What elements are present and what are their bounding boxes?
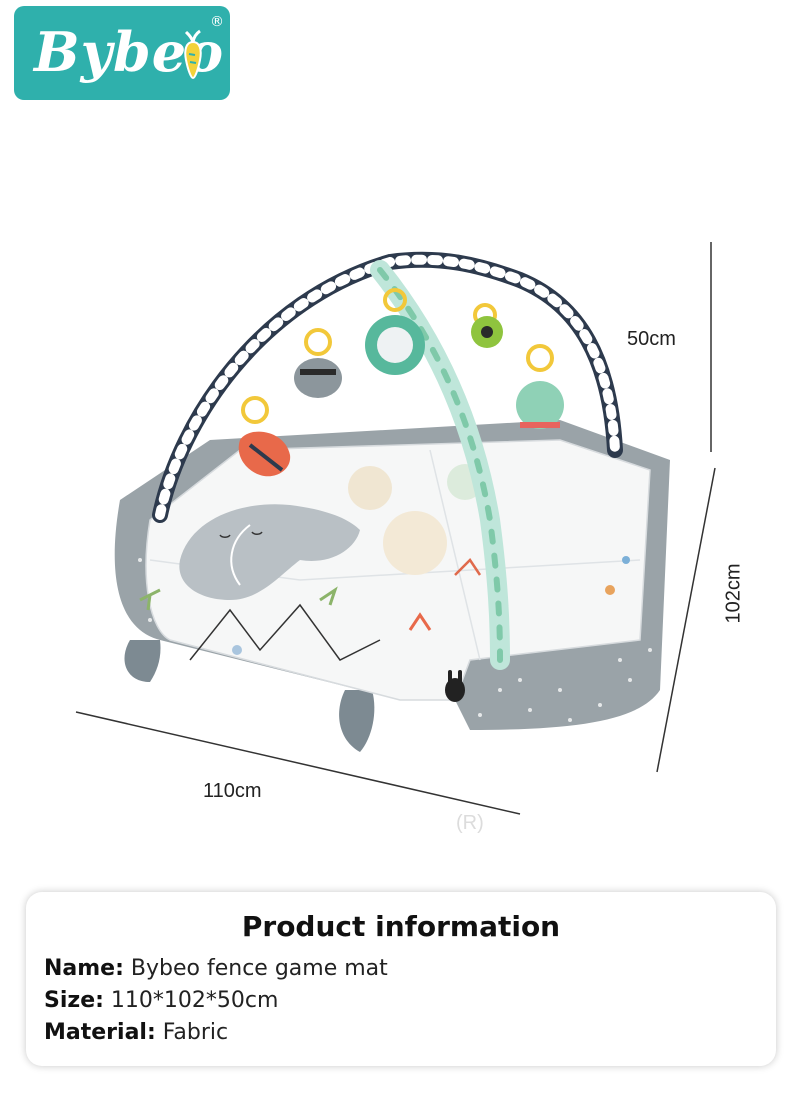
product-info-title: Product information — [241, 910, 561, 943]
watermark-mark: (R) — [456, 812, 484, 834]
product-name-value: Bybeo fence game mat — [130, 956, 388, 981]
mat-feet — [124, 640, 375, 752]
product-size-row: Size: 110*102*50cm — [44, 988, 278, 1013]
hanging-toys — [238, 288, 564, 477]
product-size-value: 110*102*50cm — [110, 988, 279, 1013]
depth-dimension-label: 102cm — [722, 563, 745, 624]
product-material-value: Fabric — [162, 1020, 229, 1045]
play-arch — [152, 251, 623, 670]
leaf-prints — [139, 556, 630, 655]
play-mat-illustration — [75, 242, 716, 815]
product-material-row: Material: Fabric — [44, 1020, 228, 1045]
mat-prints — [189, 464, 483, 661]
brand-logo-badge: Bybeo ® — [14, 6, 230, 100]
bunny-print — [445, 670, 465, 702]
width-dimension-label: 110cm — [203, 780, 262, 802]
carrot-icon — [184, 29, 202, 80]
product-name-row: Name: Bybeo fence game mat — [44, 956, 388, 981]
dimension-lines — [75, 242, 716, 815]
height-dimension-label: 50cm — [627, 328, 676, 350]
product-material-key: Material: — [44, 1020, 156, 1045]
product-info-card: Product information Name: Bybeo fence ga… — [26, 892, 776, 1066]
product-size-key: Size: — [44, 988, 104, 1013]
pillow — [179, 504, 360, 600]
registered-mark: ® — [210, 14, 224, 30]
product-name-key: Name: — [44, 956, 124, 981]
